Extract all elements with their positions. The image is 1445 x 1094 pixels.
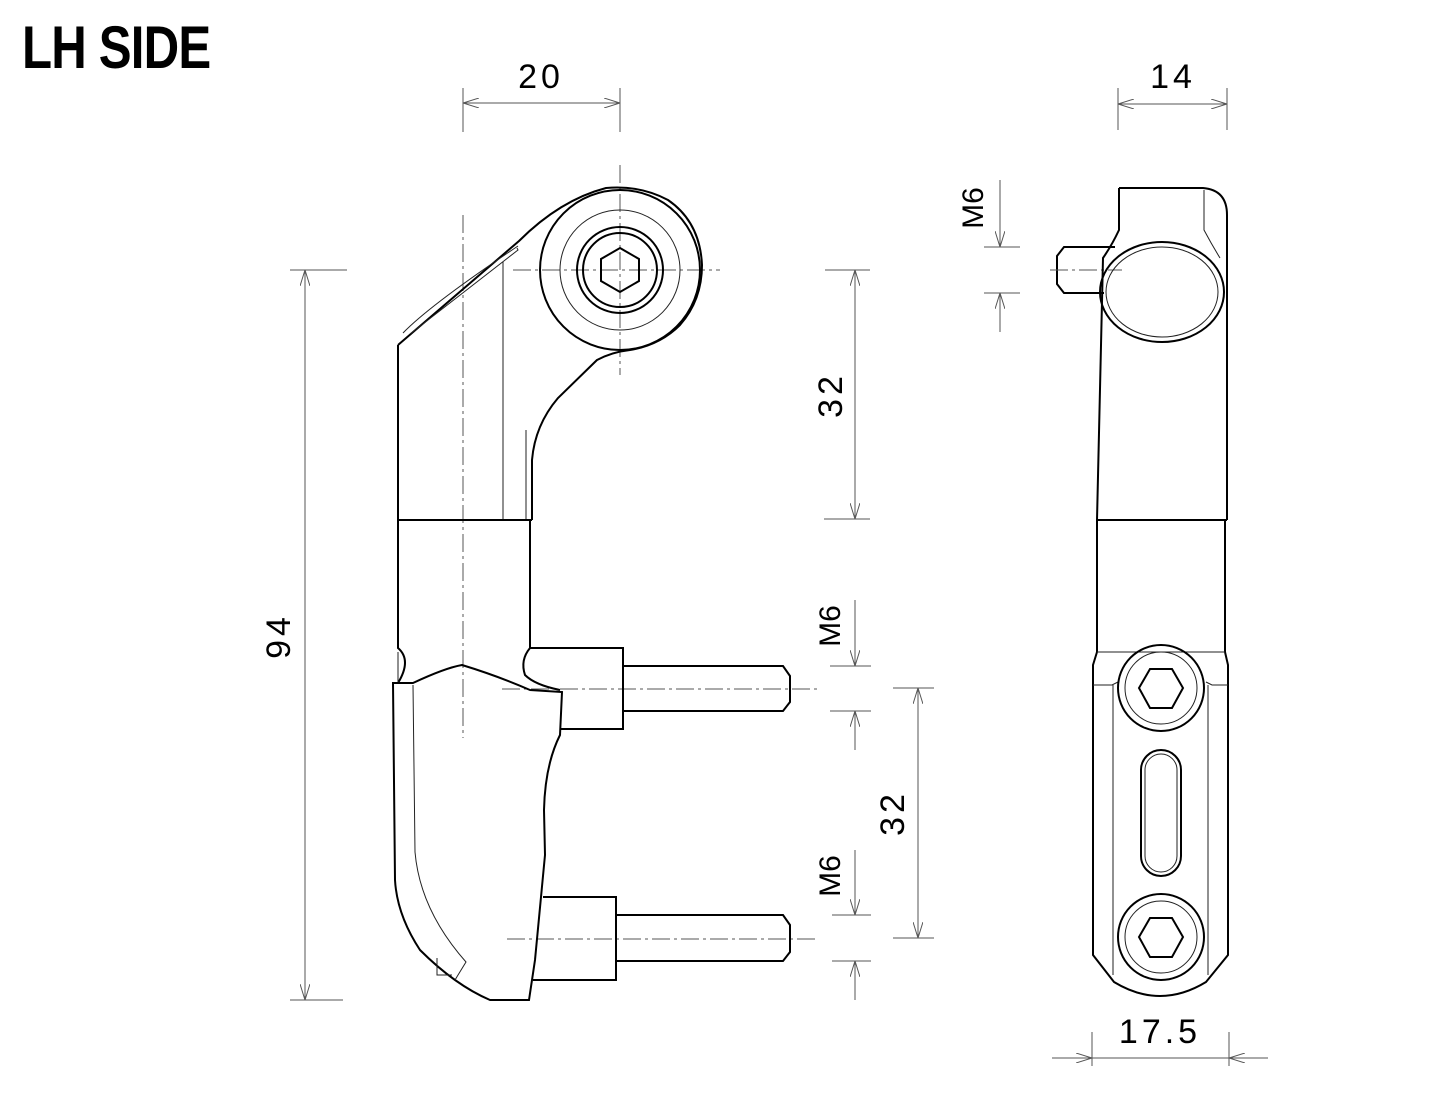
front-view: 14 M6 17.5 — [957, 58, 1268, 1066]
dimension-width-17-5: 17.5 — [1052, 1013, 1268, 1066]
dimension-label: M6 — [814, 605, 847, 647]
side-view: 20 94 32 M6 32 — [260, 58, 934, 1001]
bracket-lower-body — [391, 663, 564, 1001]
dimension-width-20: 20 — [462, 58, 621, 132]
dimension-label: 17.5 — [1119, 1013, 1201, 1051]
dimension-label: 20 — [518, 58, 564, 96]
dimension-label: M6 — [814, 855, 847, 897]
dimension-label: M6 — [957, 187, 990, 229]
dimension-label: 94 — [260, 613, 298, 659]
bracket-upper-arm — [397, 186, 704, 520]
dimension-label: 32 — [874, 790, 912, 836]
stud-lower — [533, 896, 791, 981]
dimension-width-14: 14 — [1117, 58, 1228, 130]
stud-upper — [522, 647, 791, 730]
dimension-label: 32 — [812, 372, 850, 418]
dimension-lower-32: 32 — [874, 687, 934, 939]
page-title: LH SIDE — [22, 14, 211, 81]
dimension-thread-top-m6: M6 — [957, 180, 1020, 332]
dimension-height-94: 94 — [260, 269, 347, 1001]
dimension-label: 14 — [1150, 58, 1196, 96]
bracket-middle — [397, 519, 532, 684]
dimension-upper-32: 32 — [812, 269, 870, 520]
dimension-thread-lower-m6: M6 — [814, 850, 871, 1000]
dimension-thread-upper-m6: M6 — [814, 600, 871, 750]
